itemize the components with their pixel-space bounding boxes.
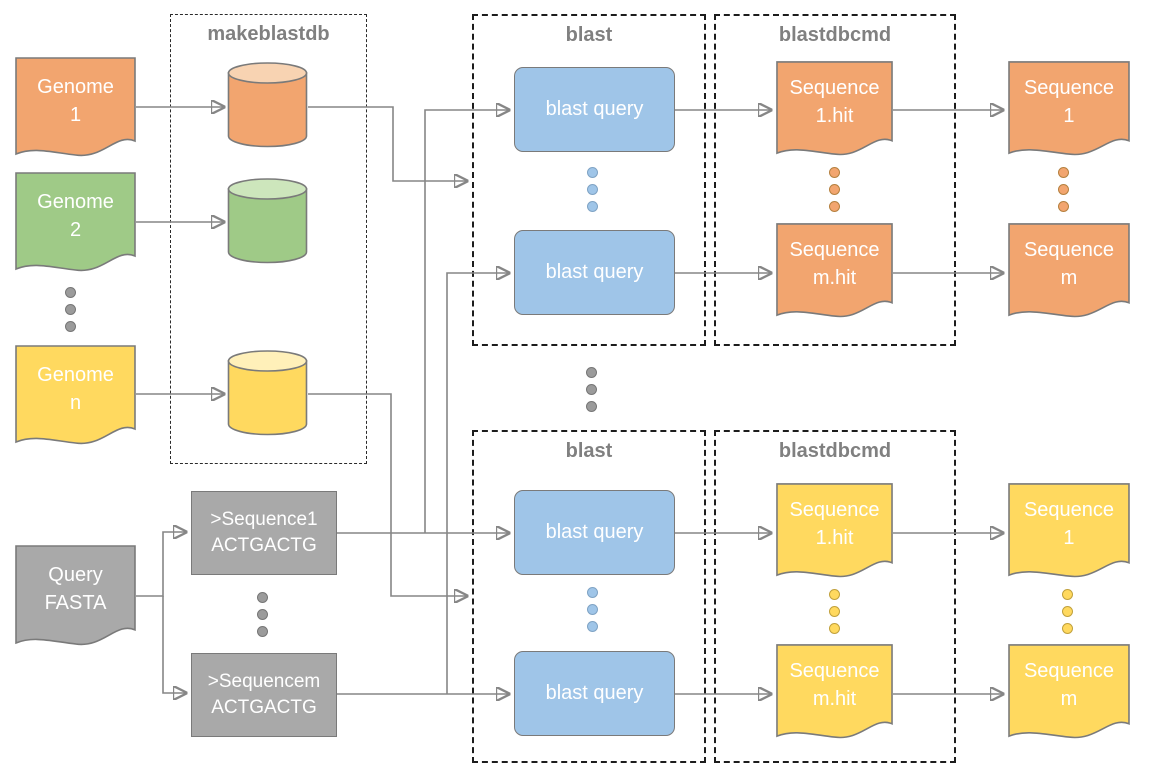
dot bbox=[829, 184, 840, 195]
pipeline-ellipsis-dots bbox=[586, 367, 597, 412]
makeblastdb-group-label: makeblastdb bbox=[207, 23, 330, 45]
output-sequence-m-bottom: Sequence m bbox=[1008, 644, 1130, 739]
dot bbox=[587, 184, 598, 195]
blast-group-bottom-label: blast bbox=[565, 440, 613, 462]
genome-n-file: Genome n bbox=[15, 345, 136, 445]
dot bbox=[65, 321, 76, 332]
dot bbox=[65, 287, 76, 298]
dot bbox=[257, 592, 268, 603]
blast-db-1-cylinder bbox=[227, 62, 308, 148]
dot bbox=[587, 587, 598, 598]
blastdbcmd-group-bottom-label: blastdbcmd bbox=[778, 440, 892, 462]
edge-fasta-to-seq1 bbox=[136, 532, 186, 597]
output-sequence-1-label: Sequence 1 bbox=[1023, 77, 1115, 127]
dot bbox=[829, 589, 840, 600]
dot bbox=[1058, 167, 1069, 178]
query-sequence-m-label: >Sequencem ACTGACTG bbox=[207, 670, 321, 718]
output-ellipsis-dots-top bbox=[1058, 167, 1069, 212]
genome-2-label: Genome 2 bbox=[37, 190, 114, 241]
blast-query-box-top-2: blast query bbox=[514, 230, 675, 315]
query-fasta-file: Query FASTA bbox=[15, 545, 136, 646]
dot bbox=[587, 167, 598, 178]
output-sequence-1-top: Sequence 1 bbox=[1008, 61, 1130, 156]
query-sequence-1-box: >Sequence1 ACTGACTG bbox=[191, 491, 337, 575]
blast-query-label: blast query bbox=[545, 520, 644, 543]
blastdbcmd-group-top: blastdbcmd bbox=[714, 14, 956, 346]
output-sequence-1-label: Sequence 1 bbox=[1023, 499, 1115, 549]
dot bbox=[1062, 623, 1073, 634]
blast-db-2-cylinder bbox=[227, 178, 308, 264]
dot bbox=[587, 201, 598, 212]
blast-db-n-cylinder bbox=[227, 350, 308, 436]
blast-query-label: blast query bbox=[545, 260, 644, 283]
blast-ellipsis-dots-bottom bbox=[587, 587, 598, 632]
hit-ellipsis-dots-top bbox=[829, 167, 840, 212]
dot bbox=[587, 604, 598, 615]
hit-file-1-bottom: Sequence 1.hit bbox=[776, 483, 893, 578]
output-sequence-m-label: Sequence m bbox=[1023, 239, 1115, 289]
output-sequence-m-label: Sequence m bbox=[1023, 660, 1115, 710]
blast-query-box-bottom-1: blast query bbox=[514, 490, 675, 575]
edge-seq1-to-blastquery-top1 bbox=[424, 110, 509, 533]
hit-file-1-label: Sequence 1.hit bbox=[789, 77, 880, 127]
query-sequence-m-box: >Sequencem ACTGACTG bbox=[191, 653, 337, 737]
dot bbox=[829, 623, 840, 634]
blast-group-bottom: blast bbox=[472, 430, 706, 763]
blast-group-top-label: blast bbox=[565, 24, 613, 46]
dot bbox=[1062, 589, 1073, 600]
blast-query-box-top-1: blast query bbox=[514, 67, 675, 152]
blast-group-top: blast bbox=[472, 14, 706, 346]
genome-ellipsis-dots bbox=[65, 287, 76, 332]
dot bbox=[829, 606, 840, 617]
blastdbcmd-group-top-label: blastdbcmd bbox=[778, 24, 892, 46]
genome-2-file: Genome 2 bbox=[15, 172, 136, 272]
blast-ellipsis-dots-top bbox=[587, 167, 598, 212]
output-sequence-m-top: Sequence m bbox=[1008, 223, 1130, 318]
hit-file-m-label: Sequence m.hit bbox=[789, 660, 880, 710]
edge-db1-to-blast-top bbox=[308, 106, 467, 181]
hit-file-m-label: Sequence m.hit bbox=[789, 239, 880, 289]
dot bbox=[829, 167, 840, 178]
hit-ellipsis-dots-bottom bbox=[829, 589, 840, 634]
dot bbox=[257, 626, 268, 637]
dot bbox=[257, 609, 268, 620]
edge-fasta-to-seqm bbox=[162, 596, 186, 693]
genome-n-label: Genome n bbox=[37, 363, 114, 414]
dot bbox=[65, 304, 76, 315]
blast-query-box-bottom-2: blast query bbox=[514, 651, 675, 736]
blastdbcmd-group-bottom: blastdbcmd bbox=[714, 430, 956, 763]
query-ellipsis-dots bbox=[257, 592, 268, 637]
blast-query-label: blast query bbox=[545, 97, 644, 120]
output-ellipsis-dots-bottom bbox=[1062, 589, 1073, 634]
dot bbox=[829, 201, 840, 212]
query-sequence-1-label: >Sequence1 ACTGACTG bbox=[210, 508, 318, 556]
output-sequence-1-bottom: Sequence 1 bbox=[1008, 483, 1130, 578]
hit-file-m-bottom: Sequence m.hit bbox=[776, 644, 893, 739]
makeblastdb-group: makeblastdb bbox=[170, 14, 367, 464]
genome-1-label: Genome 1 bbox=[37, 75, 114, 126]
dot bbox=[586, 384, 597, 395]
hit-file-m-top: Sequence m.hit bbox=[776, 223, 893, 318]
edge-dbn-to-blast-bottom bbox=[308, 393, 467, 596]
edge-seqm-to-blastquery-top2 bbox=[446, 273, 509, 694]
dot bbox=[587, 621, 598, 632]
dot bbox=[1062, 606, 1073, 617]
dot bbox=[1058, 184, 1069, 195]
dot bbox=[1058, 201, 1069, 212]
blast-query-label: blast query bbox=[545, 681, 644, 704]
query-fasta-label: Query FASTA bbox=[44, 564, 107, 614]
genome-1-file: Genome 1 bbox=[15, 57, 136, 157]
dot bbox=[586, 367, 597, 378]
hit-file-1-top: Sequence 1.hit bbox=[776, 61, 893, 156]
dot bbox=[586, 401, 597, 412]
hit-file-1-label: Sequence 1.hit bbox=[789, 499, 880, 549]
